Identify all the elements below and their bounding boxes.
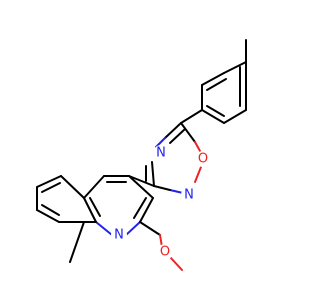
bond [36, 175, 62, 188]
bond [89, 197, 101, 217]
bond [125, 221, 141, 236]
atom-n-quinoline: N [111, 227, 127, 243]
bond [201, 109, 225, 124]
bond [180, 122, 196, 143]
bond [223, 109, 247, 124]
atom-label: N [156, 146, 166, 161]
bond [60, 175, 85, 199]
bond [169, 128, 186, 144]
bond [194, 166, 202, 183]
bond [139, 197, 154, 223]
bond [151, 161, 155, 187]
bond [194, 141, 201, 152]
atom-o-oxadiazole: O [195, 151, 211, 167]
molecule-structure: N O N N O [36, 39, 247, 271]
atom-n-oxadiazole-top: N [153, 145, 169, 161]
bond [206, 78, 227, 91]
bond [169, 189, 184, 194]
bond [201, 72, 225, 86]
atom-n-oxadiazole-bottom: N [181, 187, 197, 203]
bond [223, 61, 247, 74]
bonds [36, 39, 247, 271]
atom-label: O [160, 245, 170, 260]
bond [180, 109, 203, 124]
bond [164, 122, 182, 139]
bond [41, 182, 61, 193]
bond [133, 197, 147, 219]
bond [128, 175, 154, 199]
bond [128, 175, 155, 187]
bond [139, 221, 161, 236]
bond [95, 221, 113, 236]
atom-o-methoxy: O [157, 244, 173, 260]
bond [155, 137, 166, 148]
bond [153, 185, 171, 191]
bond [36, 209, 60, 223]
atom-label: O [198, 152, 208, 167]
bond [41, 204, 60, 216]
bond [83, 197, 97, 223]
atom-labels: N O N N O [111, 145, 211, 260]
bond [169, 256, 183, 271]
atom-label: N [114, 228, 124, 243]
bond [206, 105, 225, 117]
bond [69, 221, 85, 263]
bond [83, 175, 105, 199]
atom-label: N [184, 188, 194, 203]
